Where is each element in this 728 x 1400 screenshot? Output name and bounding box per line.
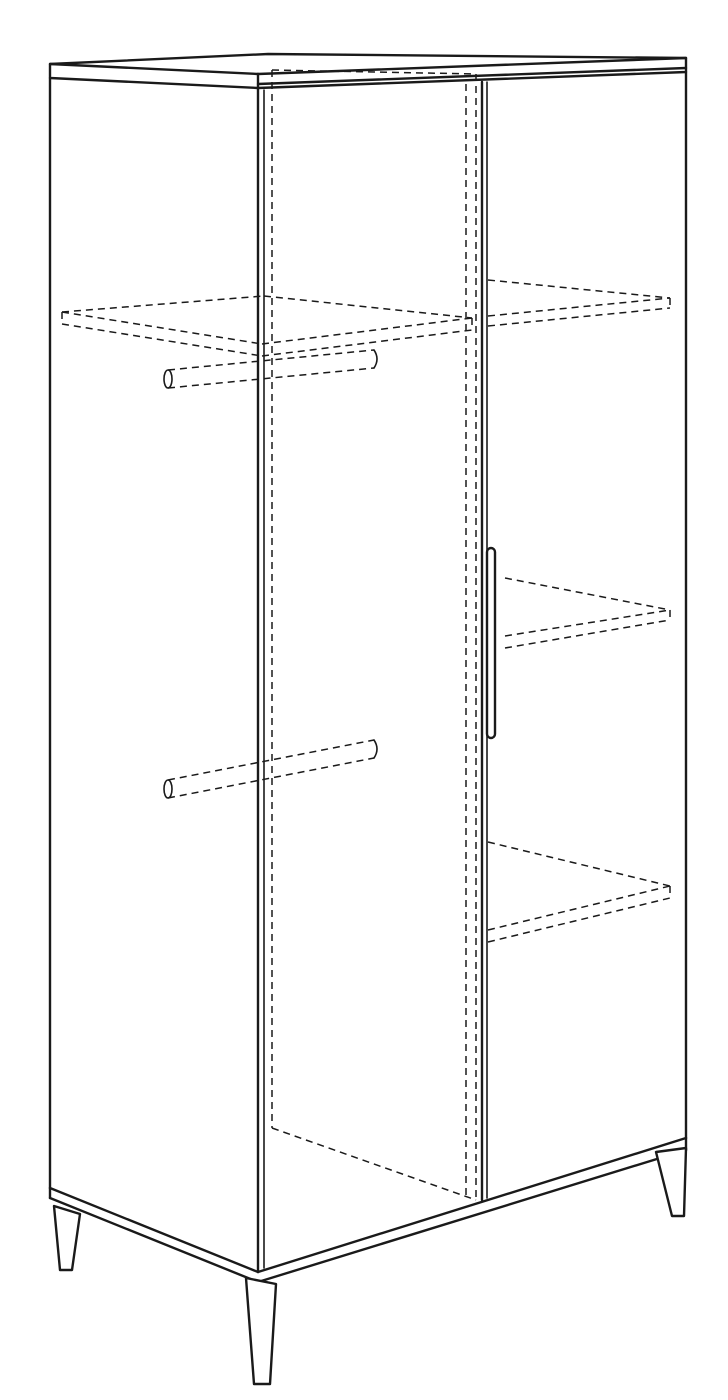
shelf-right-bottom [487,841,671,943]
leg-front-right [654,1146,688,1218]
shelf-right-top [487,279,671,327]
right-side-panel [256,70,688,1284]
leg-front-left [244,1276,278,1386]
left-side-panel [48,76,260,1284]
hanging-rail-lower [163,739,378,799]
hanging-rail-upper [163,349,378,389]
shelf-right-middle [504,577,671,649]
shelf-left-upper [61,295,473,357]
door-handle[interactable] [485,546,497,740]
leg-back-left [52,1204,82,1272]
top-panel [48,52,688,90]
front-left-edge [256,86,265,1274]
interior-hidden-lines [271,69,477,1201]
